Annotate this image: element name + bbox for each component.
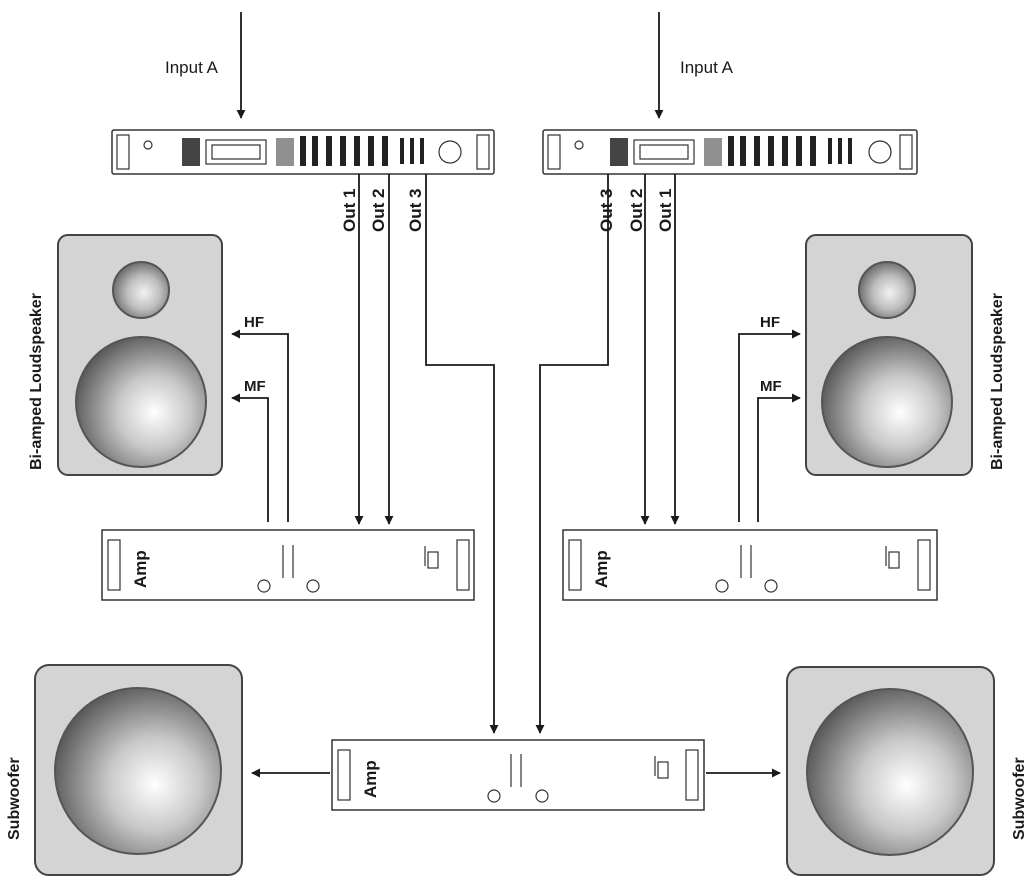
biamp-speaker-right	[805, 234, 973, 476]
out-label-right-1: Out 1	[656, 189, 675, 232]
biamp-speaker-left	[57, 234, 223, 476]
input-label-right: Input A	[680, 58, 734, 77]
mf-label-right: MF	[760, 378, 782, 395]
hf-label-left: HF	[244, 314, 264, 331]
wire-hf-right	[738, 329, 801, 522]
amp-center	[331, 739, 705, 811]
amp-label-right: Amp	[592, 550, 611, 588]
wire-mf-right	[757, 393, 801, 522]
input-label-left: Input A	[165, 58, 219, 77]
out-label-right-2: Out 2	[627, 189, 646, 232]
biamp-label-right: Bi-amped Loudspeaker	[989, 293, 1006, 470]
wire-hf-left	[231, 329, 289, 522]
amp-right	[562, 529, 938, 601]
out-label-left-1: Out 1	[340, 189, 359, 232]
mf-label-left: MF	[244, 378, 266, 395]
out-label-left-3: Out 3	[406, 189, 425, 232]
amp-label-center: Amp	[361, 760, 380, 798]
sub-label-right: Subwoofer	[1011, 757, 1028, 840]
amp-left	[101, 529, 475, 601]
subwoofer-right	[786, 666, 995, 876]
biamp-label-left: Bi-amped Loudspeaker	[28, 293, 45, 470]
subwoofer-left	[34, 664, 243, 876]
sub-label-left: Subwoofer	[6, 757, 23, 840]
processor-right	[542, 129, 918, 175]
processor-left	[111, 129, 495, 175]
wire-out3-right	[535, 174, 609, 734]
out-label-right-3: Out 3	[597, 189, 616, 232]
amp-label-left: Amp	[131, 550, 150, 588]
hf-label-right: HF	[760, 314, 780, 331]
wire-out3-left	[425, 174, 499, 734]
wire-mf-left	[231, 393, 269, 522]
out-label-left-2: Out 2	[369, 189, 388, 232]
